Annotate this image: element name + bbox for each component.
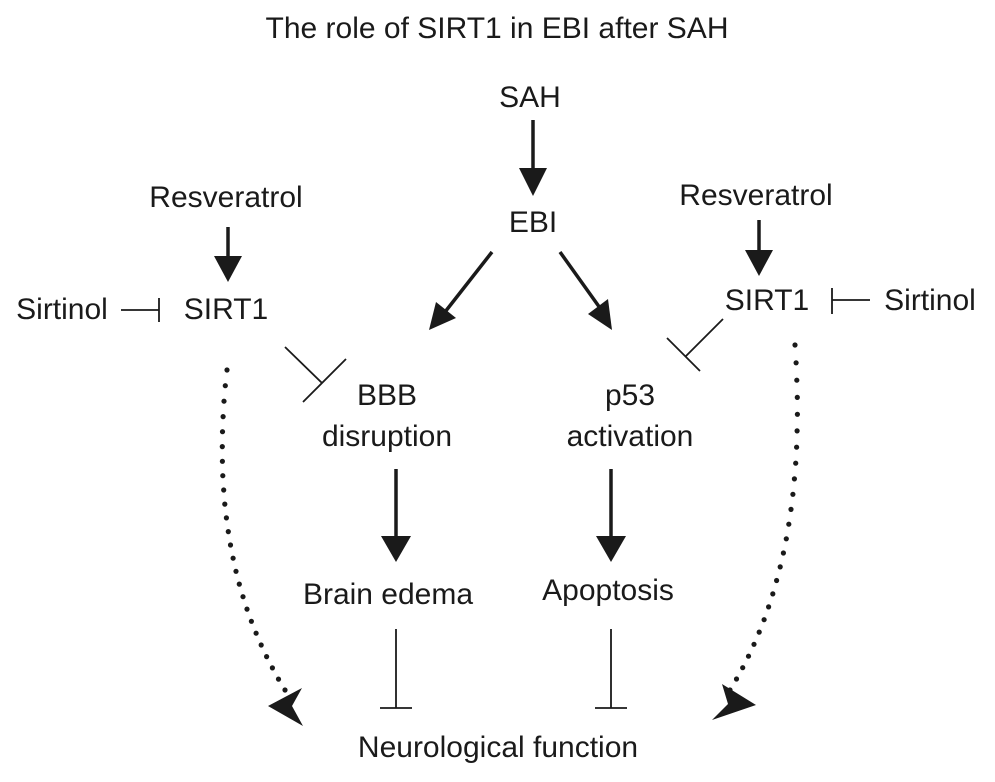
dot: [790, 491, 796, 497]
node-bbb-line2: disruption: [322, 420, 452, 453]
dot: [264, 654, 270, 660]
dotted-arrow-sirt1-left-to-neuro: [219, 367, 303, 726]
dot: [258, 642, 264, 648]
dot: [227, 542, 234, 548]
dot: [788, 506, 794, 512]
dot: [793, 460, 799, 466]
dot: [233, 568, 239, 574]
node-resveratrol-right: Resveratrol: [679, 179, 832, 212]
arrow-resveratrol-to-sirt1-right: [745, 220, 773, 276]
dot: [766, 604, 772, 610]
dot: [745, 653, 752, 659]
arrow-ebi-to-p53: [558, 250, 612, 330]
dot: [244, 606, 250, 612]
dot: [770, 591, 776, 597]
dot: [792, 342, 798, 348]
dot: [761, 617, 767, 623]
node-neurological-function: Neurological function: [358, 731, 638, 764]
dot: [275, 676, 282, 682]
dot: [240, 594, 246, 600]
arrow-resveratrol-to-sirt1-left: [214, 227, 242, 282]
dot: [751, 641, 757, 647]
node-apoptosis: Apoptosis: [542, 574, 674, 607]
dot: [219, 458, 225, 464]
dot: [282, 687, 288, 693]
dot: [230, 555, 236, 561]
inhibit-sirtinol-to-sirt1-right: [831, 288, 870, 314]
dot: [791, 476, 798, 482]
dot: [794, 394, 800, 400]
dot: [733, 676, 740, 682]
dot: [774, 577, 780, 584]
dot: [780, 550, 787, 556]
dot: [221, 398, 227, 404]
arrow-sah-to-ebi: [519, 120, 547, 196]
inhibit-sirtinol-to-sirt1-left: [121, 298, 160, 322]
inhibit-edema-to-neuro: [380, 629, 412, 709]
node-brain-edema: Brain edema: [303, 578, 473, 611]
dot: [794, 377, 800, 383]
node-resveratrol-left: Resveratrol: [149, 181, 302, 214]
node-ebi: EBI: [509, 206, 557, 239]
dot: [219, 429, 226, 435]
dot: [794, 444, 800, 450]
dot: [248, 618, 254, 624]
arrow-p53-to-apoptosis: [596, 469, 626, 562]
dot: [740, 665, 746, 671]
arrow-bbb-to-edema: [381, 469, 411, 562]
dot: [224, 367, 230, 373]
node-p53-line1: p53: [605, 379, 655, 412]
dot: [219, 444, 225, 450]
node-bbb-line1: BBB: [357, 379, 417, 412]
dot: [794, 428, 800, 434]
dot: [220, 473, 226, 479]
node-sah: SAH: [499, 81, 561, 114]
dot: [253, 630, 259, 636]
node-p53-line2: activation: [567, 420, 694, 453]
node-sirt1-right: SIRT1: [725, 284, 809, 317]
inhibit-sirt1-right-to-p53: [666, 318, 724, 372]
dot: [222, 501, 228, 507]
dot: [269, 665, 275, 671]
dot: [794, 411, 801, 417]
dot: [225, 529, 231, 535]
dot: [236, 581, 242, 587]
node-sirtinol-left: Sirtinol: [16, 293, 108, 326]
node-sirt1-left: SIRT1: [184, 293, 268, 326]
dot: [223, 515, 229, 521]
inhibit-sirt1-left-to-bbb: [284, 346, 347, 403]
dot: [783, 536, 789, 542]
dot: [221, 487, 227, 493]
dot: [756, 629, 762, 635]
dot: [786, 521, 792, 527]
dot: [220, 414, 226, 420]
dot: [793, 360, 799, 366]
arrow-ebi-to-bbb: [429, 250, 494, 330]
dot: [222, 383, 228, 389]
node-sirtinol-right: Sirtinol: [884, 284, 976, 317]
dotted-arrow-sirt1-right-to-neuro: [712, 342, 801, 720]
inhibit-apoptosis-to-neuro: [595, 629, 627, 709]
diagram-title: The role of SIRT1 in EBI after SAH: [266, 12, 729, 45]
dot: [777, 564, 783, 570]
